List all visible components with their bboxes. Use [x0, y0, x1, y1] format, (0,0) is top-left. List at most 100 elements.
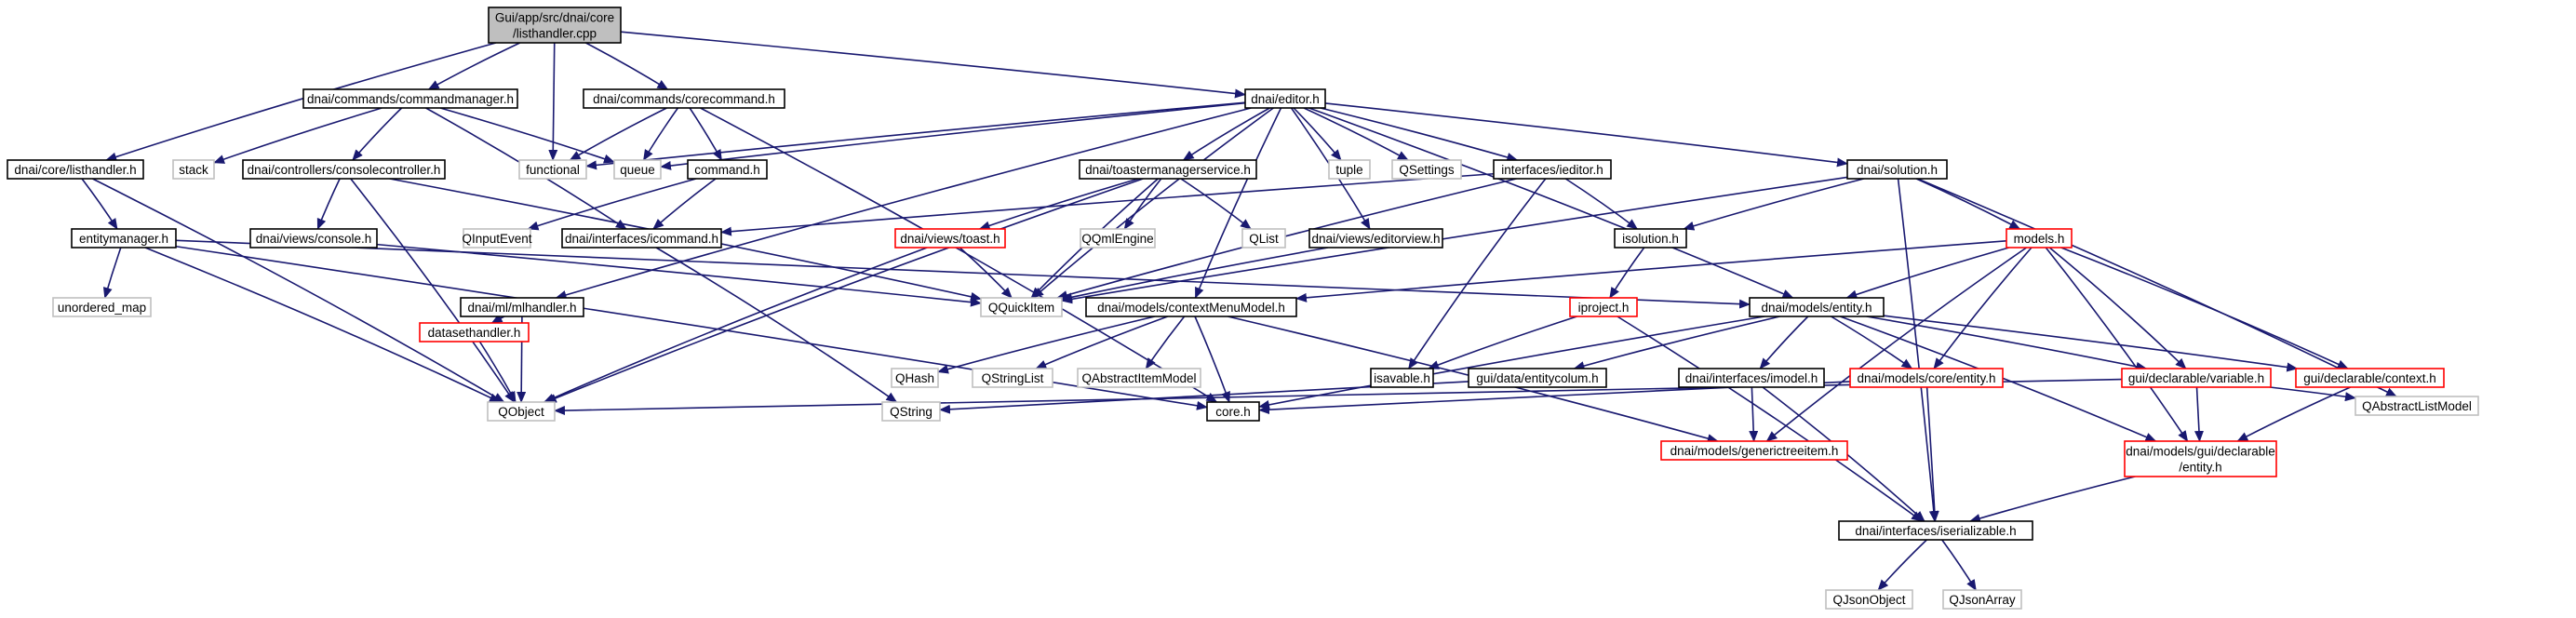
node-generictreeitem[interactable]: dnai/models/generictreeitem.h [1660, 440, 1848, 461]
node-label: dnai/views/editorview.h [1311, 232, 1440, 246]
node-label: QInputEvent [462, 232, 531, 246]
node-label: dnai/models/gui/declarable [2126, 445, 2275, 459]
node-label: dnai/models/generictreeitem.h [1670, 444, 1839, 458]
node-mlhandler[interactable]: dnai/ml/mlhandler.h [460, 297, 584, 317]
edge-entitymgr-to-core_h [175, 245, 1208, 410]
node-box [242, 159, 446, 180]
node-solution[interactable]: dnai/solution.h [1846, 159, 1948, 180]
edge-command-to-icommand [652, 178, 717, 230]
node-qabstractitemmodel: QAbstractItemModel [1077, 368, 1201, 388]
node-box [1468, 368, 1607, 388]
edge-entity_h-to-core_h [1258, 316, 1765, 410]
node-models[interactable]: models.h [2006, 228, 2073, 249]
node-entitycolum[interactable]: gui/data/entitycolum.h [1468, 368, 1607, 388]
node-context[interactable]: gui/declarable/context.h [2295, 368, 2445, 388]
node-isavable[interactable]: isavable.h [1370, 368, 1434, 388]
node-box [1079, 159, 1257, 180]
node-label: dnai/interfaces/imodel.h [1685, 371, 1818, 385]
edge-entity_h-to-variable [1866, 316, 2148, 371]
node-isolution[interactable]: isolution.h [1614, 228, 1687, 249]
edge-listhandler_h-to-entitymgr [81, 178, 118, 230]
node-qlist: QList [1241, 228, 1286, 249]
node-box [2121, 368, 2272, 388]
node-box [488, 7, 622, 44]
node-variable[interactable]: gui/declarable/variable.h [2121, 368, 2272, 388]
node-label: dnai/solution.h [1857, 163, 1938, 177]
node-iserializable[interactable]: dnai/interfaces/iserializable.h [1838, 520, 2033, 541]
node-box [1244, 88, 1326, 109]
node-box [1660, 440, 1848, 461]
node-toaster[interactable]: dnai/toastermanagerservice.h [1079, 159, 1257, 180]
node-command[interactable]: command.h [687, 159, 768, 180]
edge-corecmd-to-command [689, 107, 723, 161]
edge-editor-to-qsettings [1303, 107, 1409, 161]
edge-consolectl-to-qobject [350, 178, 516, 403]
edge-root-to-cmdmgr [427, 42, 521, 90]
node-qobject: QObject [487, 401, 556, 422]
node-coreentity[interactable]: dnai/models/core/entity.h [1849, 368, 2004, 388]
node-box [1846, 159, 1948, 180]
node-label: QQuickItem [988, 301, 1054, 315]
edge-entity_h-to-imodel [1759, 316, 1809, 369]
edge-console-to-qquickitem [376, 243, 982, 307]
edge-root-to-editor [620, 31, 1246, 99]
node-qstring: QString [881, 401, 941, 422]
node-listhandler_h[interactable]: dnai/core/listhandler.h [7, 159, 144, 180]
node-label: QStringList [982, 371, 1044, 385]
edge-models-to-variable [2048, 247, 2187, 369]
edge-editor-to-contextmenu [1194, 107, 1282, 299]
node-box [1085, 297, 1297, 317]
edge-command-to-qinputevent [527, 178, 697, 231]
node-label: QAbstractListModel [2362, 399, 2472, 413]
edge-solution-to-iserializable [1897, 178, 1939, 522]
node-cmdmgr[interactable]: dnai/commands/commandmanager.h [302, 88, 518, 109]
node-label: dnai/core/listhandler.h [14, 163, 136, 177]
node-box [1749, 297, 1885, 317]
node-box [2295, 368, 2445, 388]
node-label: QQmlEngine [1081, 232, 1153, 246]
node-console[interactable]: dnai/views/console.h [249, 228, 378, 249]
node-label: dnai/controllers/consolecontroller.h [248, 163, 441, 177]
node-editorview[interactable]: dnai/views/editorview.h [1308, 228, 1443, 249]
edge-editor-to-tuple [1293, 107, 1342, 161]
node-entity_h[interactable]: dnai/models/entity.h [1749, 297, 1885, 317]
node-qjsonarray: QJsonArray [1942, 589, 2022, 610]
node-toast[interactable]: dnai/views/toast.h [894, 228, 1006, 249]
node-datasethandler[interactable]: datasethandler.h [419, 322, 530, 343]
edge-editor-to-mlhandler [555, 107, 1252, 300]
edge-editor-to-ieditor [1320, 107, 1519, 162]
node-icommand[interactable]: dnai/interfaces/icommand.h [561, 228, 722, 249]
node-label: tuple [1335, 163, 1362, 177]
edge-contextmenu-to-qabstractitemmodel [1145, 316, 1186, 369]
node-label: isavable.h [1374, 371, 1430, 385]
edge-imodel-to-generictreeitem [1749, 386, 1759, 442]
node-box [487, 401, 556, 422]
node-box [1614, 228, 1687, 249]
edge-guientity-to-iserializable [1968, 476, 2136, 523]
node-contextmenu[interactable]: dnai/models/contextMenuModel.h [1085, 297, 1297, 317]
node-consolectl[interactable]: dnai/controllers/consolecontroller.h [242, 159, 446, 180]
node-label: interfaces/ieditor.h [1501, 163, 1603, 177]
node-corecmd[interactable]: dnai/commands/corecommand.h [583, 88, 785, 109]
edge-variable-to-guientity [2194, 386, 2204, 442]
node-entitymgr[interactable]: entitymanager.h [71, 228, 177, 249]
node-editor[interactable]: dnai/editor.h [1244, 88, 1326, 109]
node-unordered_map: unordered_map [52, 297, 152, 317]
node-root[interactable]: Gui/app/src/dnai/core/listhandler.cpp [488, 7, 622, 44]
node-iproject[interactable]: iproject.h [1569, 297, 1638, 317]
node-label: functional [526, 163, 580, 177]
node-box [894, 228, 1006, 249]
node-tuple: tuple [1328, 159, 1371, 180]
node-ieditor[interactable]: interfaces/ieditor.h [1493, 159, 1612, 180]
nodes-layer: Gui/app/src/dnai/core/listhandler.cpp dna… [7, 7, 2479, 610]
edge-ieditor-to-isolution [1564, 178, 1639, 230]
node-label: QJsonObject [1832, 593, 1905, 607]
node-guientity[interactable]: dnai/models/gui/declarable/entity.h [2124, 440, 2277, 477]
edge-entitymgr-to-unordered_map [102, 247, 122, 299]
node-label: gui/declarable/variable.h [2128, 371, 2264, 385]
node-imodel[interactable]: dnai/interfaces/imodel.h [1678, 368, 1825, 388]
node-core_h[interactable]: core.h [1206, 401, 1260, 422]
edge-entity_h-to-entitycolum [1573, 316, 1780, 370]
edge-models-to-generictreeitem [1765, 247, 2028, 442]
